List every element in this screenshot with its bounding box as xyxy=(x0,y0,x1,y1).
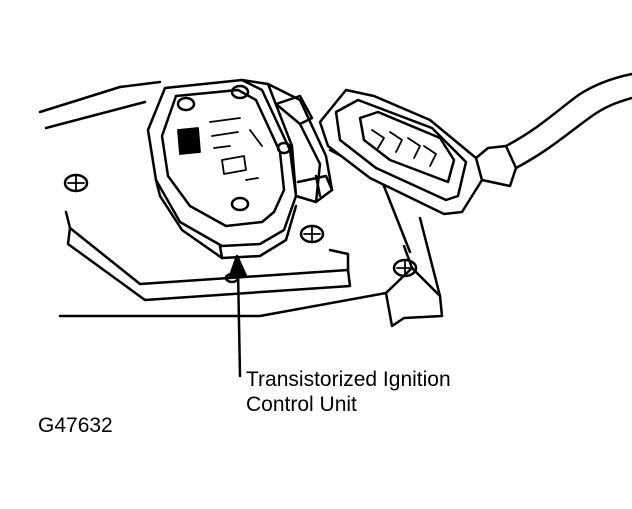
callout-line-1: Transistorized Ignition xyxy=(246,368,451,391)
figure-id-label: G47632 xyxy=(38,414,113,437)
screw-icon xyxy=(392,258,418,278)
harness-cable xyxy=(504,72,632,170)
screw-icon xyxy=(299,224,325,244)
callout-label: Transistorized Ignition Control Unit xyxy=(246,367,451,417)
harness-plug xyxy=(318,88,518,216)
mounting-bracket xyxy=(38,80,444,328)
screw-icon xyxy=(63,173,89,193)
callout-line-2: Control Unit xyxy=(246,393,357,416)
control-unit-module xyxy=(146,78,298,260)
callout-arrow xyxy=(228,254,248,378)
module-socket xyxy=(240,78,334,204)
screw-icons xyxy=(63,173,418,284)
